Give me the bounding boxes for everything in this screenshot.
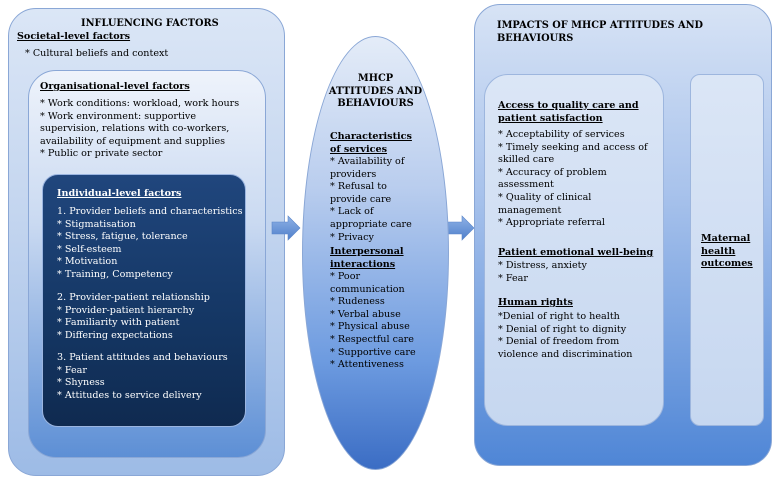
header-line: Characteristics xyxy=(330,131,412,142)
outcomes-line: health xyxy=(701,245,736,257)
rights-item: * Denial of right to dignity xyxy=(498,323,627,335)
group-heading: 3. Patient attitudes and behaviours xyxy=(57,352,228,363)
access-item: * Appropriate referral xyxy=(498,217,605,229)
individual-group-3: 3. Patient attitudes and behaviours * Fe… xyxy=(57,352,228,402)
impacts-detail-panel: Access to quality care and patient satis… xyxy=(484,74,664,426)
individual-item: * Differing expectations xyxy=(57,329,173,341)
rights-item: *Denial of right to health xyxy=(498,311,620,322)
interpersonal-item: * Verbal abuse xyxy=(330,308,401,320)
societal-item: * Cultural beliefs and context xyxy=(25,48,169,59)
wellbeing-list: * Distress, anxiety * Fear xyxy=(498,260,587,285)
rights-item: violence and discrimination xyxy=(498,348,633,360)
mhcp-title: MHCP ATTITUDES AND BEHAVIOURS xyxy=(303,73,448,111)
mhcp-title-line: MHCP xyxy=(357,73,394,84)
mhcp-title-line: ATTITUDES AND xyxy=(328,85,423,97)
header-line: interactions xyxy=(330,258,396,270)
wellbeing-header: Patient emotional well-being xyxy=(498,247,654,258)
header-line: Interpersonal xyxy=(330,246,404,257)
societal-level-list: * Cultural beliefs and context xyxy=(25,48,168,61)
access-item: management xyxy=(498,204,562,216)
individual-item: * Fear xyxy=(57,364,87,376)
rights-list: *Denial of right to health * Denial of r… xyxy=(498,311,632,361)
characteristics-header: Characteristics of services xyxy=(330,131,412,156)
mhcp-title-line: BEHAVIOURS xyxy=(337,98,414,110)
header-line: patient satisfaction xyxy=(498,112,603,124)
header-line: Access to quality care and xyxy=(498,100,639,111)
characteristics-item: provide care xyxy=(330,193,392,205)
access-header: Access to quality care and patient satis… xyxy=(498,100,639,125)
outcomes-panel: Maternal health outcomes xyxy=(690,74,764,426)
interpersonal-list: * Poor communication * Rudeness * Verbal… xyxy=(330,271,416,372)
characteristics-item: providers xyxy=(330,168,377,180)
characteristics-list: * Availability of providers * Refusal to… xyxy=(330,156,412,244)
arrow-right-icon xyxy=(271,215,301,241)
organisational-item: * Work conditions: workload, work hours xyxy=(40,98,240,109)
access-item: * Acceptability of services xyxy=(498,129,625,140)
organisational-level-header: Organisational-level factors xyxy=(40,81,190,92)
access-list: * Acceptability of services * Timely see… xyxy=(498,129,648,230)
individual-item: * Stress, fatigue, tolerance xyxy=(57,231,188,243)
individual-factors-panel: Individual-level factors 1. Provider bel… xyxy=(42,174,246,427)
access-item: * Quality of clinical xyxy=(498,191,592,203)
outcomes-line: outcomes xyxy=(701,258,753,270)
access-item: * Accuracy of problem xyxy=(498,166,607,178)
group-heading: 2. Provider-patient relationship xyxy=(57,292,210,303)
header-line: of services xyxy=(330,143,387,155)
characteristics-item: * Refusal to xyxy=(330,181,387,193)
outcomes-line: Maternal xyxy=(701,233,751,244)
rights-item: * Denial of freedom from xyxy=(498,336,620,348)
organisational-level-list: * Work conditions: workload, work hours … xyxy=(40,98,239,161)
organisational-item: supervision, relations with co-workers, xyxy=(40,123,230,135)
access-item: skilled care xyxy=(498,154,555,166)
influencing-factors-title: INFLUENCING FACTORS xyxy=(81,18,219,29)
access-item: assessment xyxy=(498,179,554,191)
interpersonal-item: communication xyxy=(330,283,405,295)
wellbeing-item: * Distress, anxiety xyxy=(498,260,587,271)
arrow-right-icon xyxy=(447,215,475,241)
individual-item: * Shyness xyxy=(57,377,105,389)
individual-item: * Stigmatisation xyxy=(57,218,136,230)
individual-item: * Attitudes to service delivery xyxy=(57,389,202,401)
individual-item: * Familiarity with patient xyxy=(57,317,180,329)
interpersonal-item: * Poor xyxy=(330,271,361,282)
characteristics-item: * Availability of xyxy=(330,156,405,167)
characteristics-item: appropriate care xyxy=(330,218,412,230)
individual-item: * Provider-patient hierarchy xyxy=(57,304,195,316)
access-item: * Timely seeking and access of xyxy=(498,141,648,153)
outcomes-label: Maternal health outcomes xyxy=(701,233,753,271)
organisational-item: availability of equipment and supplies xyxy=(40,135,226,147)
organisational-item: * Work environment: supportive xyxy=(40,110,197,122)
impacts-title: IMPACTS OF MHCP ATTITUDES AND BEHAVIOURS xyxy=(497,20,704,44)
characteristics-item: * Lack of xyxy=(330,206,374,218)
wellbeing-item: * Fear xyxy=(498,272,528,284)
individual-item: * Training, Competency xyxy=(57,268,173,280)
individual-group-1: 1. Provider beliefs and characteristics … xyxy=(57,206,243,282)
rights-header: Human rights xyxy=(498,297,573,308)
individual-item: * Self-esteem xyxy=(57,243,122,255)
interpersonal-item: * Rudeness xyxy=(330,296,385,308)
characteristics-item: * Privacy xyxy=(330,231,374,243)
group-heading: 1. Provider beliefs and characteristics xyxy=(57,206,243,217)
interpersonal-item: * Respectful care xyxy=(330,333,414,345)
interpersonal-item: * Physical abuse xyxy=(330,321,410,333)
individual-item: * Motivation xyxy=(57,256,118,268)
interpersonal-item: * Supportive care xyxy=(330,346,416,358)
societal-level-header: Societal-level factors xyxy=(17,31,131,42)
individual-group-2: 2. Provider-patient relationship * Provi… xyxy=(57,292,210,342)
individual-level-header: Individual-level factors xyxy=(57,188,182,199)
mhcp-panel: MHCP ATTITUDES AND BEHAVIOURS Characteri… xyxy=(302,36,449,470)
interpersonal-item: * Attentiveness xyxy=(330,359,404,371)
interpersonal-header: Interpersonal interactions xyxy=(330,246,404,271)
organisational-item: * Public or private sector xyxy=(40,148,163,160)
